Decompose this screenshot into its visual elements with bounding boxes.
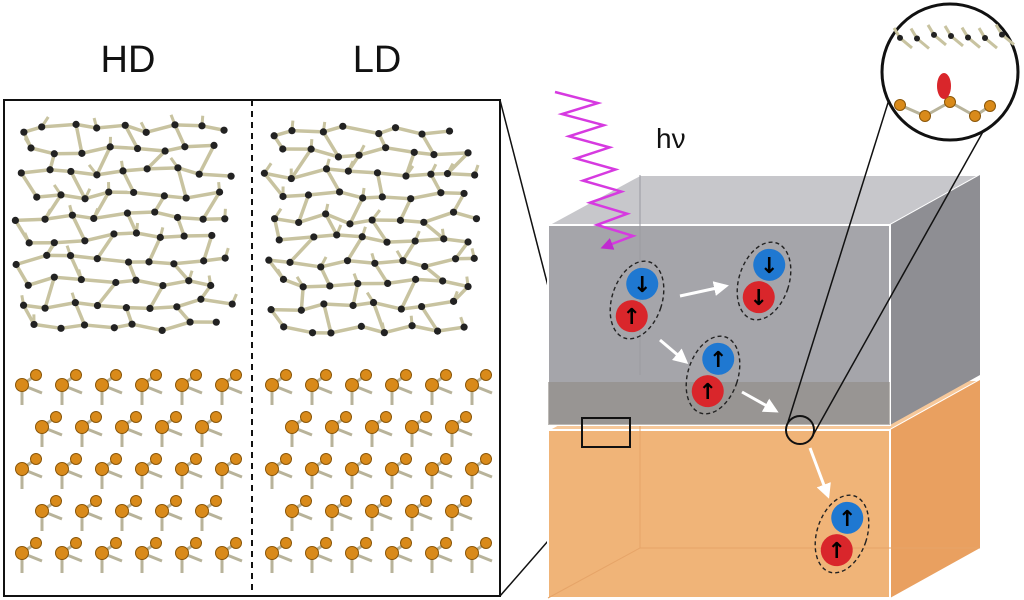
spin-arrow-top: ↑ bbox=[838, 507, 856, 532]
transfer-arrow-2 bbox=[659, 338, 689, 364]
exciton-outline bbox=[814, 494, 870, 574]
spin-arrow-top: ↓ bbox=[760, 254, 778, 279]
ld-silicon-lattice bbox=[265, 369, 493, 573]
inset-line-right bbox=[811, 79, 1013, 438]
exciton-outline bbox=[685, 335, 741, 415]
spin-blue bbox=[626, 267, 659, 300]
exciton-outline bbox=[736, 241, 792, 321]
exciton-outline bbox=[609, 260, 665, 340]
spin-red bbox=[615, 300, 648, 333]
spin-arrow-top: ↑ bbox=[709, 348, 727, 373]
spin-blue bbox=[753, 248, 786, 281]
exciton-1: ↓↑ bbox=[609, 260, 665, 340]
exciton-3: ↑↑ bbox=[685, 335, 741, 415]
ld-label: LD bbox=[353, 39, 402, 81]
photon-wave bbox=[554, 90, 637, 250]
hd-amorphous-carbon-lattice bbox=[11, 114, 238, 335]
spin-red bbox=[820, 534, 853, 567]
spin-arrow-bottom: ↑ bbox=[623, 305, 641, 330]
spin-arrow-top: ↓ bbox=[633, 273, 651, 298]
spin-arrow-bottom: ↑ bbox=[828, 539, 846, 564]
spin-blue bbox=[831, 501, 864, 534]
transfer-arrow-1 bbox=[679, 281, 729, 298]
spin-arrow-bottom: ↑ bbox=[699, 380, 717, 405]
spin-blue bbox=[702, 342, 735, 375]
zoom-box bbox=[581, 417, 631, 448]
transfer-arrow-4 bbox=[808, 447, 831, 499]
spin-red bbox=[691, 375, 724, 408]
transfer-arrow-3 bbox=[741, 390, 779, 413]
hd-silicon-lattice bbox=[15, 369, 243, 573]
ld-amorphous-carbon-lattice bbox=[260, 120, 481, 337]
interface-spot bbox=[785, 415, 815, 445]
spin-arrow-bottom: ↓ bbox=[750, 286, 768, 311]
hd-label: HD bbox=[101, 39, 156, 81]
inset-line-left bbox=[787, 89, 893, 423]
exciton-2: ↓↓ bbox=[736, 241, 792, 321]
exciton-4: ↑↑ bbox=[814, 494, 870, 574]
photon-label: hν bbox=[656, 123, 686, 154]
interface-inset bbox=[880, 2, 1020, 142]
spin-red bbox=[742, 281, 775, 314]
